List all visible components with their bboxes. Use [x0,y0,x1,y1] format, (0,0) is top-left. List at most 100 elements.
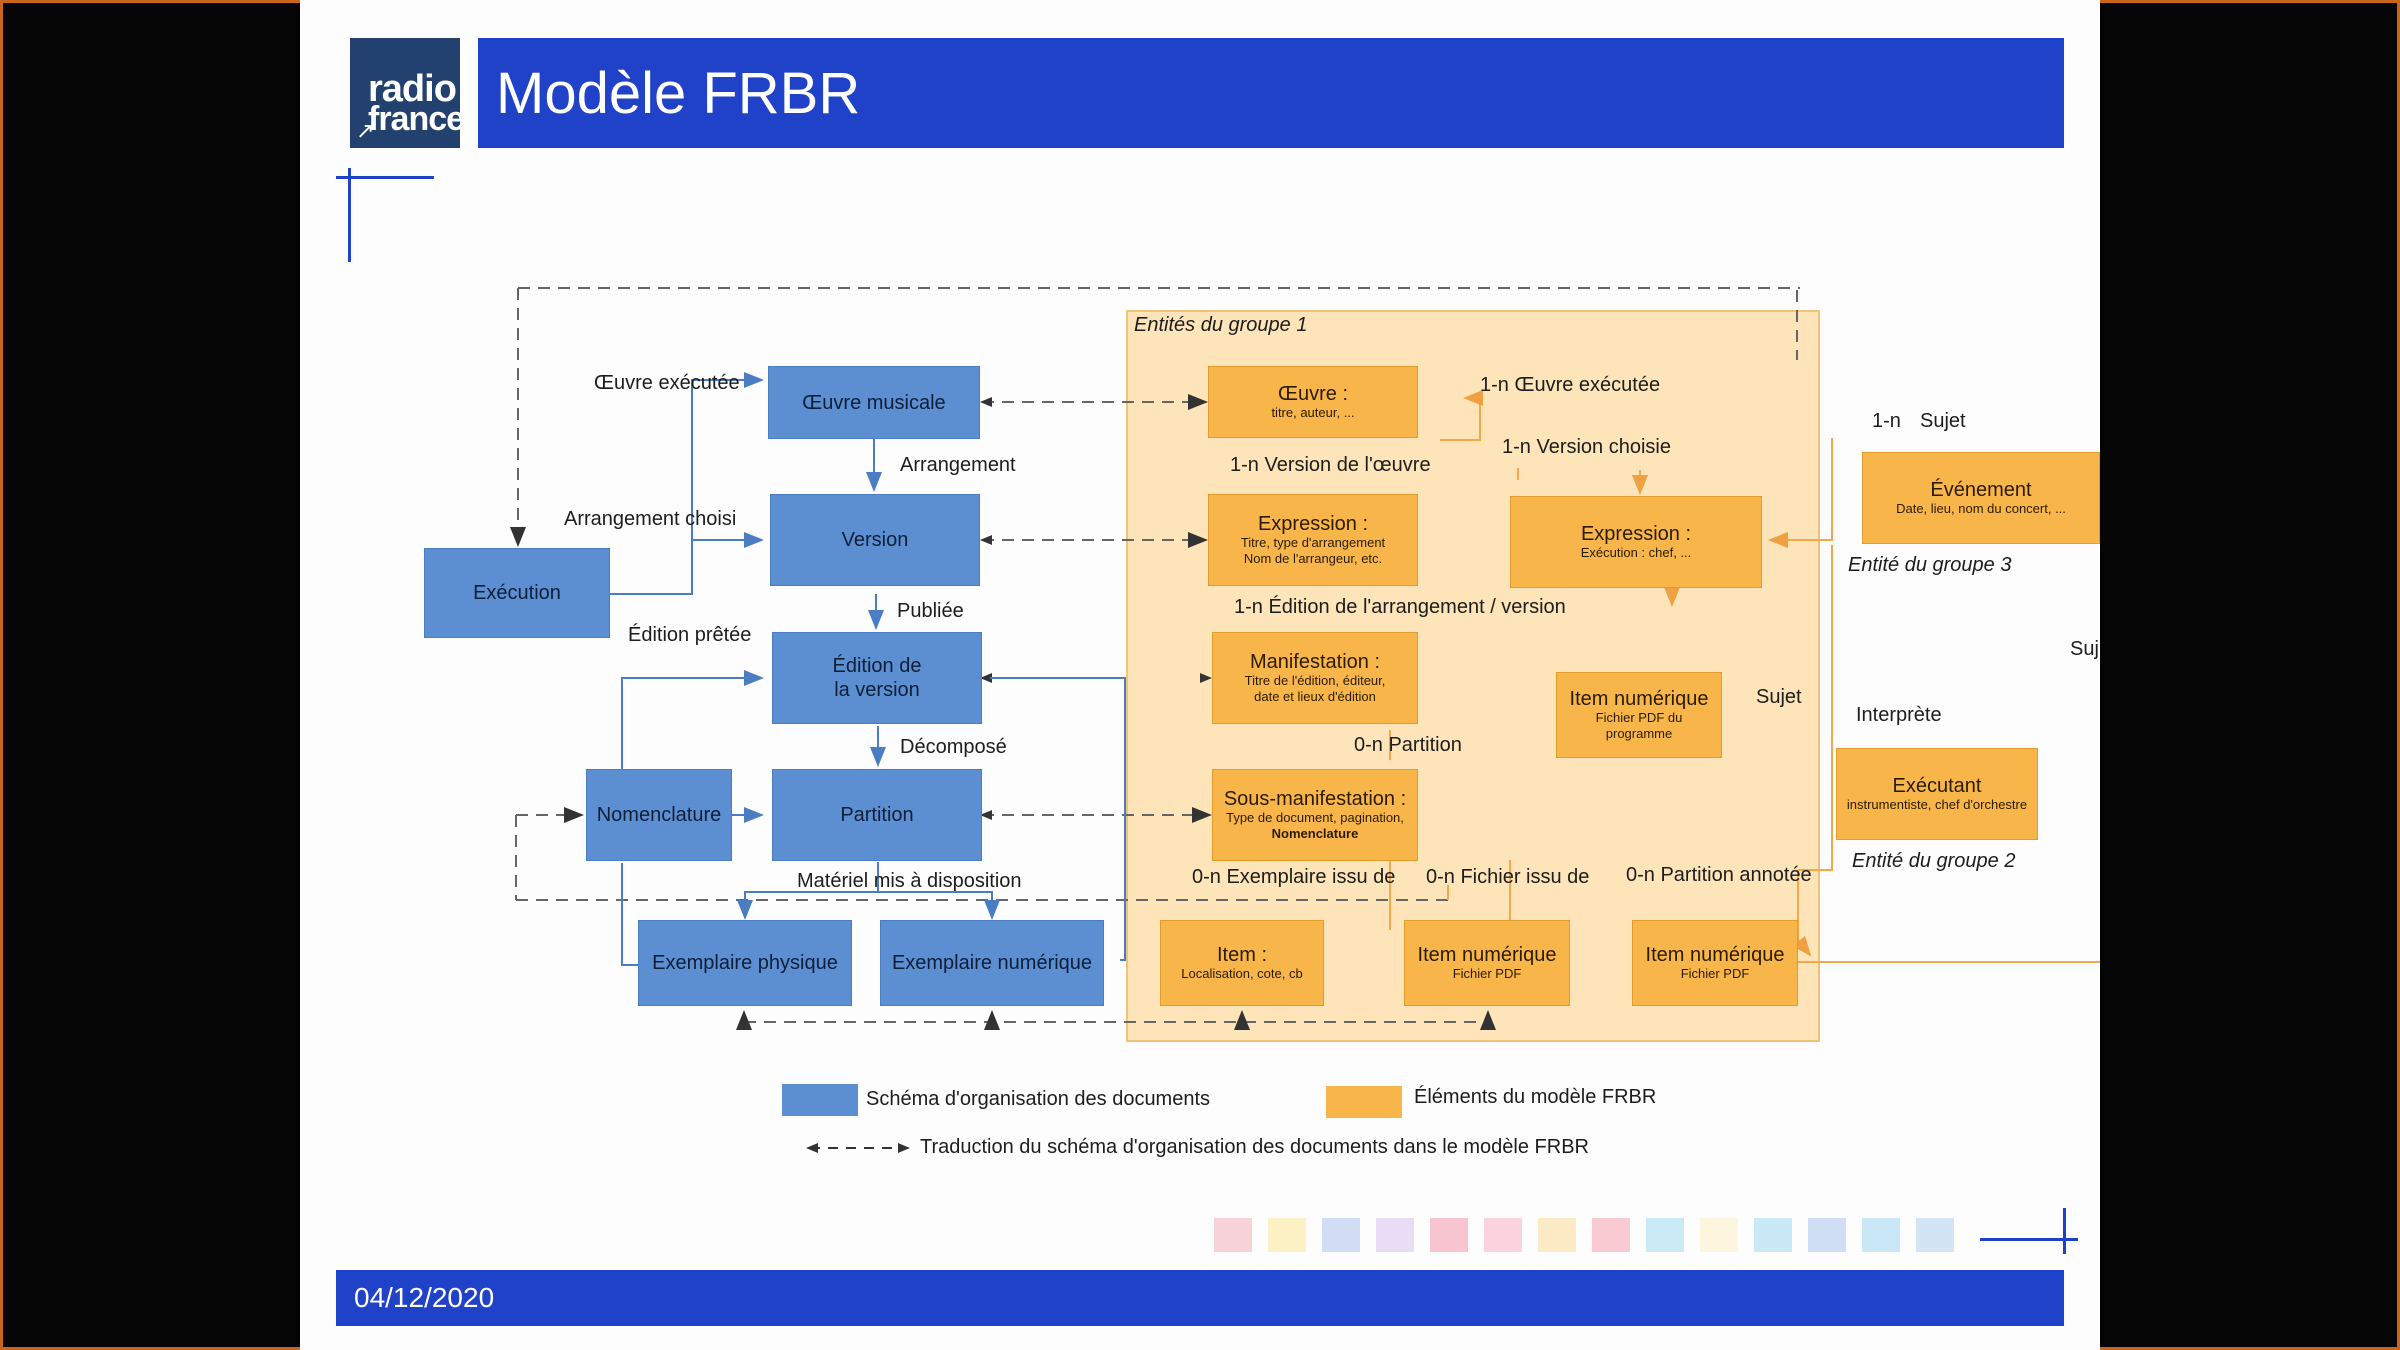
decor-swatch [1754,1218,1792,1252]
group2-label: Entité du groupe 2 [1852,850,2016,872]
relation-label: Suj [2070,638,2099,660]
corner-decoration [2063,1208,2066,1254]
nomenclature-box: Nomenclature [586,769,732,861]
sous-manifestation-subtitle: Nomenclature [1271,826,1359,841]
title-bar: Modèle FRBR [478,38,2064,148]
evenement-box: Événement Date, lieu, nom du concert, ..… [1862,452,2100,544]
expression-title: Expression : [1257,513,1369,535]
decor-swatch [1808,1218,1846,1252]
item-numerique-title: Item numérique [1645,944,1785,966]
partition-label: Partition [840,804,914,826]
relation-label: 1-n Œuvre exécutée [1480,374,1661,396]
logo-mark-icon: ↗ [356,118,375,143]
relation-label: Arrangement choisi [564,508,737,530]
item-subtitle: Localisation, cote, cb [1181,966,1303,981]
item-box: Item : Localisation, cote, cb [1160,920,1324,1006]
item-numerique-title: Item numérique [1569,688,1709,710]
legend-blue-label: Schéma d'organisation des documents [866,1088,1211,1110]
slide-date: 04/12/2020 [354,1282,495,1313]
relation-label: Décomposé [900,736,1007,758]
edition-label-line1: Édition de [832,655,922,677]
group3-label: Entité du groupe 3 [1848,554,2012,576]
relation-label: Sujet [1756,686,1802,708]
relation-label: Publiée [897,600,964,622]
oeuvre-title: Œuvre : [1277,383,1349,405]
sous-manifestation-subtitle: Type de document, pagination, [1226,810,1404,825]
logo-text-france: france [368,100,465,138]
relation-label: 1-n [1872,410,1901,432]
expression-subtitle: Exécution : chef, ... [1580,545,1692,560]
item-numerique-annote-box: Item numérique Fichier PDF [1632,920,1798,1006]
footer-bar: 04/12/2020 [336,1270,2064,1326]
slide: radio france ↗ Modèle FRBR [300,0,2100,1350]
edition-label-line2: la version [834,679,920,701]
manifestation-box: Manifestation : Titre de l'édition, édit… [1212,632,1418,724]
item-numerique-programme-box: Item numérique Fichier PDF du programme [1556,672,1722,758]
logo-text-radio: radio [368,68,457,110]
relation-label: Matériel mis à disposition [797,870,1022,892]
sous-manifestation-box: Sous-manifestation : Type de document, p… [1212,769,1418,861]
relation-label: Arrangement [900,454,1016,476]
expression-execution-box: Expression : Exécution : chef, ... [1510,496,1762,588]
relation-label: 0-n Partition [1354,734,1462,756]
oeuvre-subtitle: titre, auteur, ... [1271,405,1355,420]
partition-box: Partition [772,769,982,861]
legend-arrow-label: Traduction du schéma d'organisation des … [920,1136,1589,1158]
legend-blue-swatch [782,1084,858,1116]
exemplaire-physique-label: Exemplaire physique [652,952,838,974]
expression-subtitle: Nom de l'arrangeur, etc. [1243,551,1383,566]
item-numerique-subtitle: Fichier PDF [1680,966,1750,981]
exemplaire-numerique-box: Exemplaire numérique [880,920,1104,1006]
corner-decoration [1980,1238,2078,1241]
oeuvre-musicale-label: Œuvre musicale [802,391,946,414]
item-title: Item : [1216,944,1267,966]
decor-swatch [1538,1218,1576,1252]
exemplaire-physique-box: Exemplaire physique [638,920,852,1006]
item-numerique-box: Item numérique Fichier PDF [1404,920,1570,1006]
oeuvre-box: Œuvre : titre, auteur, ... [1208,366,1418,438]
decor-swatch [1700,1218,1738,1252]
version-box: Version [770,494,980,586]
relation-label: 0-n Partition annotée [1626,864,1812,886]
decor-swatch [1592,1218,1630,1252]
relation-label: 1-n Édition de l'arrangement / version [1234,596,1566,618]
relation-label: 1-n Version choisie [1502,436,1671,458]
legend-orange-swatch [1326,1086,1402,1118]
execution-box: Exécution [424,548,610,638]
expression-subtitle: Titre, type d'arrangement [1240,535,1386,550]
relation-label: 0-n Exemplaire issu de [1192,866,1396,888]
version-label: Version [841,529,909,551]
relation-label: 1-n Version de l'œuvre [1230,454,1431,476]
item-numerique-title: Item numérique [1417,944,1557,966]
decor-swatch [1862,1218,1900,1252]
execution-label: Exécution [473,582,561,604]
sous-manifestation-title: Sous-manifestation : [1223,788,1407,810]
decor-swatch [1214,1218,1252,1252]
expression-title: Expression : [1580,523,1692,545]
nomenclature-label: Nomenclature [596,804,722,826]
decor-swatch [1376,1218,1414,1252]
oeuvre-musicale-box: Œuvre musicale [768,366,980,439]
executant-box: Exécutant instrumentiste, chef d'orchest… [1836,748,2038,840]
decor-swatch [1322,1218,1360,1252]
legend-arrow-icon [806,1143,910,1153]
item-numerique-subtitle: Fichier PDF [1452,966,1522,981]
relation-label: Sujet [1920,410,1966,432]
group1-label: Entités du groupe 1 [1134,314,1308,336]
manifestation-subtitle: Titre de l'édition, éditeur, [1244,673,1386,688]
item-numerique-subtitle: programme [1605,726,1673,741]
relation-label: Interprète [1856,704,1942,726]
manifestation-title: Manifestation : [1249,651,1381,673]
evenement-title: Événement [1930,479,2032,501]
executant-subtitle: instrumentiste, chef d'orchestre [1846,797,2028,812]
decor-swatch [1268,1218,1306,1252]
decor-swatch [1916,1218,1954,1252]
expression-arrangement-box: Expression : Titre, type d'arrangement N… [1208,494,1418,586]
corner-decoration [336,176,434,179]
legend-orange-label: Éléments du modèle FRBR [1414,1086,1657,1108]
executant-title: Exécutant [1892,775,1982,797]
radio-france-logo: radio france ↗ [350,38,465,148]
slide-title: Modèle FRBR [496,61,861,126]
relation-label: 0-n Fichier issu de [1426,866,1590,888]
